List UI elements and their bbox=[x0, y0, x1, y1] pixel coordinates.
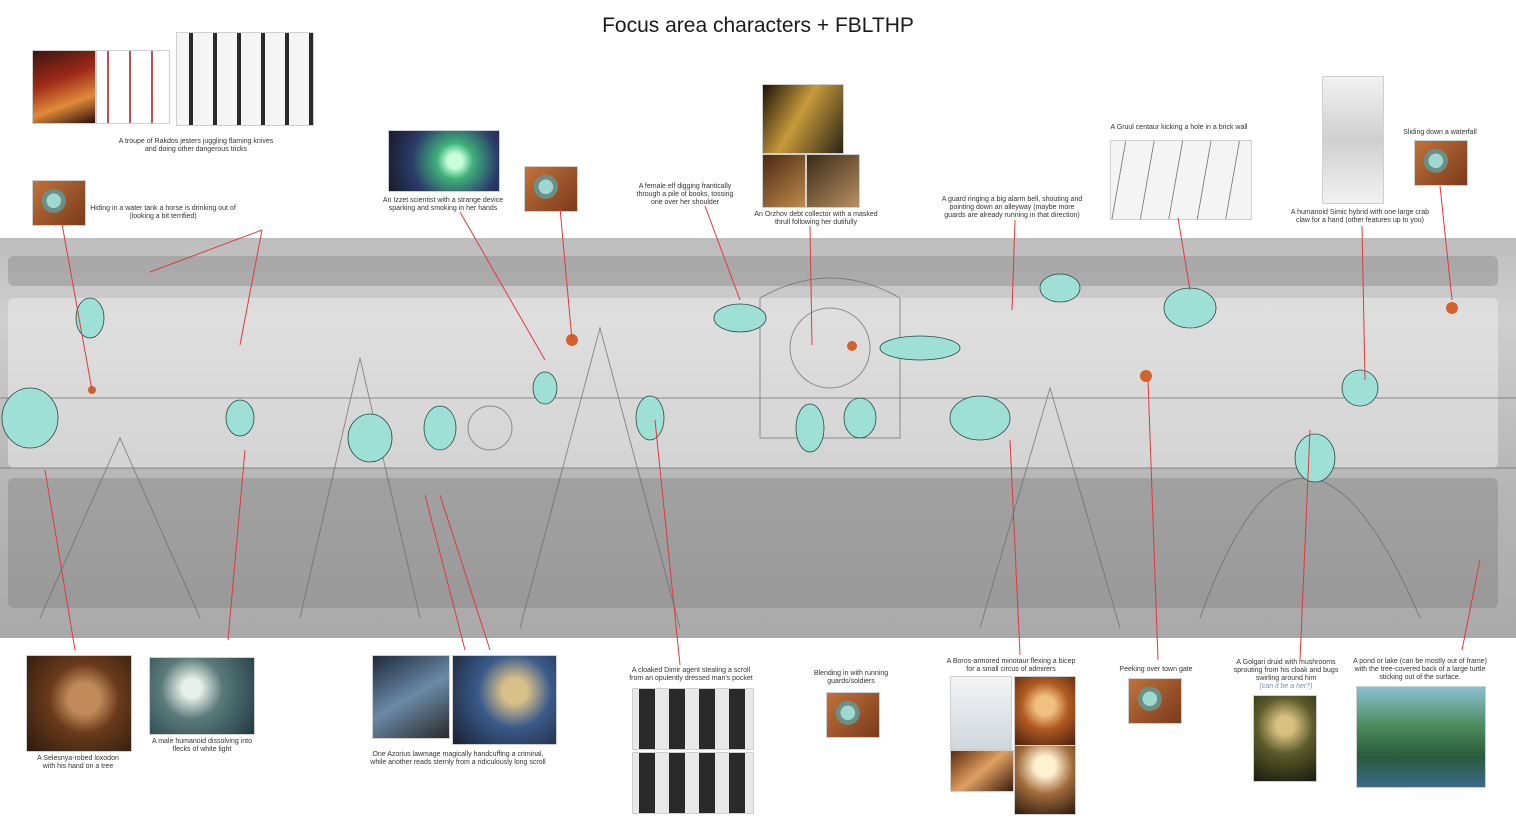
caption-simic: A humanoid Simic hybrid with one large c… bbox=[1290, 209, 1430, 224]
caption-izzet: An Izzet scientist with a strange device… bbox=[382, 197, 504, 212]
izzet-reference-image bbox=[388, 130, 500, 192]
caption-golgari-text: A Golgari druid with mushrooms sprouting… bbox=[1233, 659, 1339, 682]
golgari-reference-image bbox=[1253, 695, 1317, 782]
caption-gruul: A Gruul centaur kicking a hole in a bric… bbox=[1110, 124, 1248, 131]
simic-sketch-image bbox=[1322, 76, 1384, 204]
caption-selesnya: A Selesnya-robed loxodon with his hand o… bbox=[37, 755, 119, 770]
caption-azorius: One Azorius lawmage magically handcuffin… bbox=[370, 751, 546, 766]
orzhov-reference-image bbox=[762, 84, 844, 154]
sketch-band-bottom bbox=[8, 478, 1498, 608]
gruul-sketch-image bbox=[1110, 140, 1252, 220]
caption-waterfall: Sliding down a waterfall bbox=[1403, 129, 1477, 136]
rakdos-reference-image bbox=[32, 50, 96, 124]
caption-dimir: A cloaked Dimir agent stealing a scroll … bbox=[629, 667, 753, 682]
fblthp-blending-image bbox=[826, 692, 880, 738]
caption-golgari-note: (can it be a her?) bbox=[1259, 683, 1313, 690]
selesnya-reference-image bbox=[26, 655, 132, 752]
fblthp-waterfall-image bbox=[1414, 140, 1468, 186]
caption-blending: Blending in with running guards/soldiers bbox=[813, 670, 889, 685]
azorius-reference-image-2 bbox=[452, 655, 557, 745]
caption-peeking: Peeking over town gate bbox=[1119, 666, 1193, 673]
fblthp-peeking-image bbox=[1128, 678, 1182, 724]
page-title: Focus area characters + FBLTHP bbox=[602, 14, 914, 37]
dissolving-reference-image bbox=[149, 657, 255, 735]
caption-guard-bell: A guard ringing a big alarm bell, shouti… bbox=[941, 196, 1083, 219]
caption-boros: A Boros-armored minotaur flexing a bicep… bbox=[946, 658, 1076, 673]
caption-golgari: A Golgari druid with mushrooms sprouting… bbox=[1230, 659, 1342, 691]
turtle-reference-image bbox=[1356, 686, 1486, 788]
boros-reference-image-3 bbox=[1014, 745, 1076, 815]
caption-water-tank: Hiding in a water tank a horse is drinki… bbox=[90, 205, 236, 220]
caption-rakdos: A troupe of Rakdos jesters juggling flam… bbox=[118, 138, 274, 153]
caption-elf: A female elf digging frantically through… bbox=[636, 183, 734, 206]
boros-reference-image-1 bbox=[1014, 676, 1076, 750]
fblthp-water-tank-image bbox=[32, 180, 86, 226]
orzhov-thrull-image-2 bbox=[806, 154, 860, 208]
rakdos-sketch-image bbox=[96, 50, 170, 124]
caption-orzhov: An Orzhov debt collector with a masked t… bbox=[754, 211, 878, 226]
boros-sketch-image bbox=[950, 676, 1012, 750]
orzhov-thrull-image-1 bbox=[762, 154, 806, 208]
dimir-lineup-image-2 bbox=[632, 752, 754, 814]
fblthp-izzet-image bbox=[524, 166, 578, 212]
caption-dissolving: A male humanoid dissolving into flecks o… bbox=[151, 738, 252, 753]
boros-reference-image-2 bbox=[950, 750, 1014, 792]
sketch-lines bbox=[0, 273, 1516, 629]
caption-turtle: A pond or lake (can be mostly out of fra… bbox=[1353, 658, 1487, 681]
dimir-lineup-image-1 bbox=[632, 688, 754, 750]
rakdos-lineup-image bbox=[176, 32, 314, 126]
city-sketch-panorama bbox=[0, 238, 1516, 638]
azorius-reference-image-1 bbox=[372, 655, 450, 739]
